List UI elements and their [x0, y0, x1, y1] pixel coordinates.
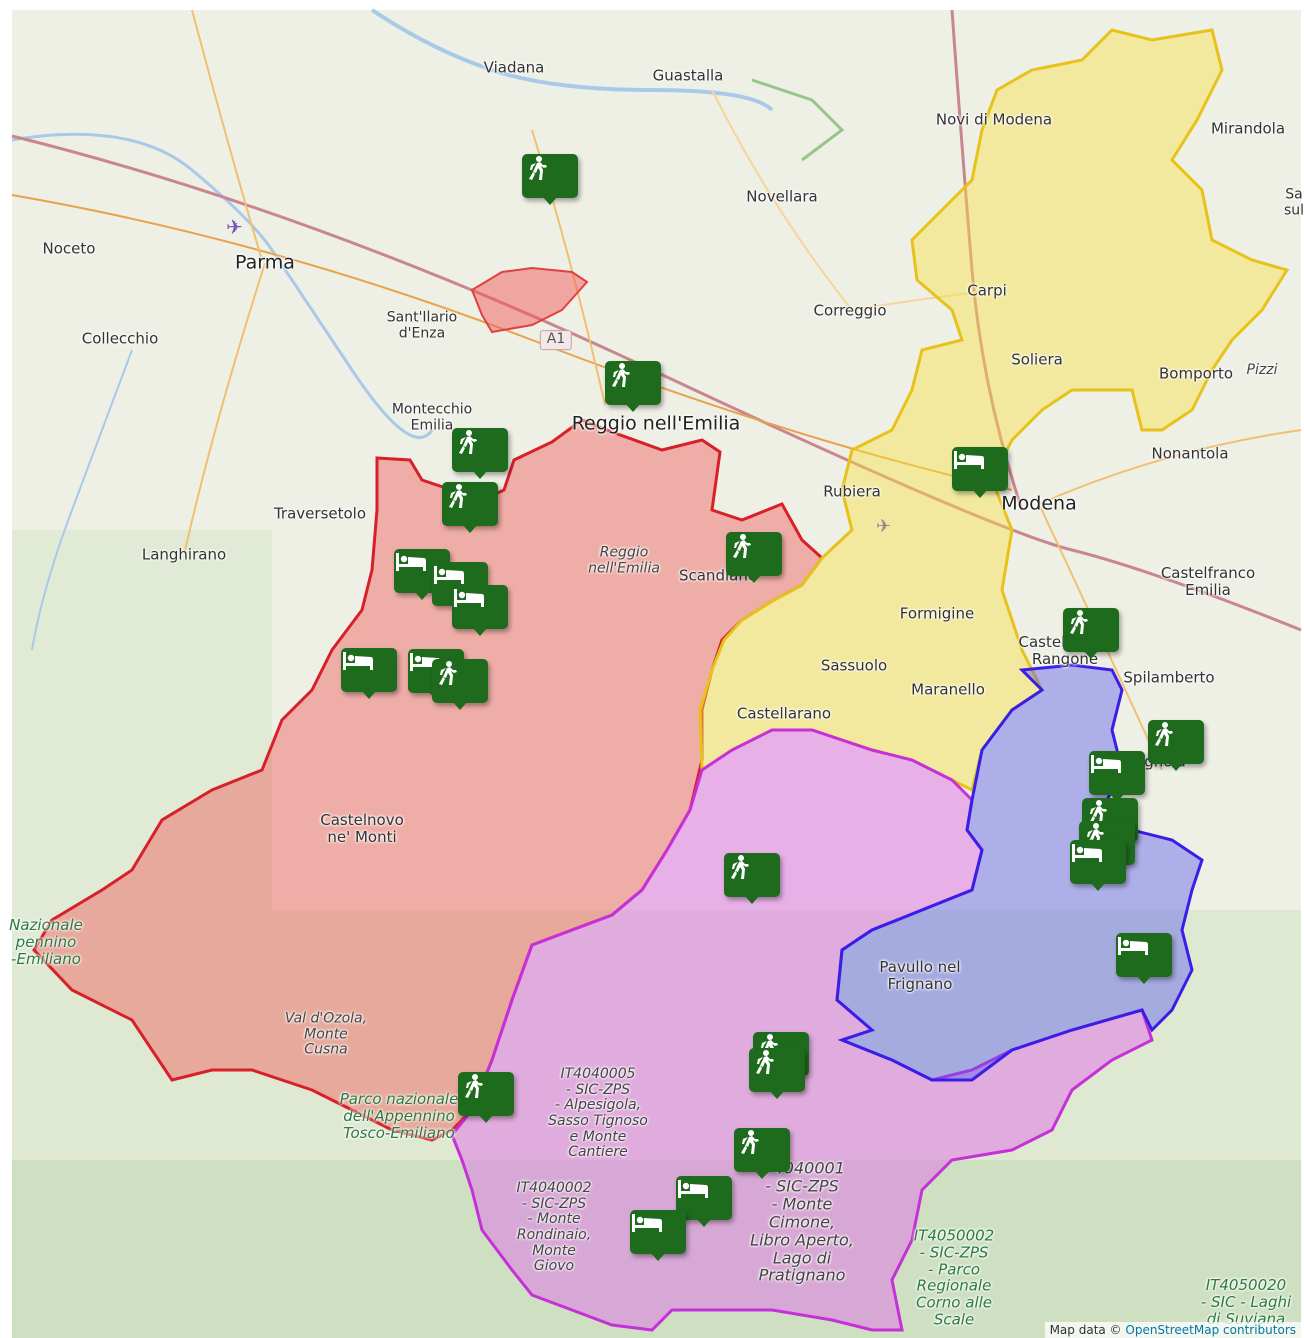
italic_labels-label: Pizzi: [1246, 362, 1278, 379]
places-label: Soliera: [1011, 350, 1063, 369]
poi-marker-bed[interactable]: [1116, 933, 1172, 985]
base-map-layer: ✈ ✈: [11, 8, 1302, 1338]
zone-red-north: [470, 266, 589, 334]
places-label: Carpi: [967, 281, 1007, 300]
places-label: Nonantola: [1151, 444, 1229, 463]
places-label: Langhirano: [141, 545, 227, 564]
poi-marker-hike[interactable]: [1148, 720, 1204, 772]
poi-marker-hike[interactable]: [605, 361, 661, 413]
places-label: Viadana: [483, 58, 545, 77]
poi-marker-hike[interactable]: [734, 1128, 790, 1180]
places-label: Reggio nell'Emilia: [571, 412, 741, 435]
places-label: Correggio: [813, 301, 887, 320]
places-label: Novellara: [746, 187, 818, 206]
places-label: Noceto: [42, 239, 96, 258]
poi-marker-bed[interactable]: [452, 585, 508, 637]
poi-marker-bed[interactable]: [952, 447, 1008, 499]
poi-marker-hike[interactable]: [726, 532, 782, 584]
poi-marker-hike[interactable]: [432, 659, 488, 711]
places-label: Modena: [1001, 492, 1077, 515]
poi-marker-hike[interactable]: [452, 428, 508, 480]
places-label: Collecchio: [81, 329, 159, 348]
svg-text:✈: ✈: [876, 516, 891, 537]
places-label: Spilamberto: [1123, 668, 1215, 687]
places-label: Bomporto: [1158, 364, 1234, 383]
places-label: Castellarano: [736, 704, 832, 723]
poi-marker-bed[interactable]: [341, 648, 397, 700]
poi-marker-bed[interactable]: [1089, 751, 1145, 803]
poi-marker-bed[interactable]: [1070, 840, 1126, 892]
italic_labels-label: IT4040005- SIC-ZPS- Alpesigola,Sasso Tig…: [548, 1065, 648, 1161]
road-shield-label: A1: [539, 330, 573, 350]
poi-marker-hike[interactable]: [458, 1072, 514, 1124]
places-label: Mirandola: [1210, 119, 1286, 138]
poi-marker-hike[interactable]: [442, 482, 498, 534]
places-label: Formigine: [899, 604, 975, 623]
svg-text:✈: ✈: [226, 215, 243, 239]
places-label: Maranello: [911, 680, 985, 699]
places-label: Guastalla: [652, 66, 724, 85]
attribution-prefix: Map data ©: [1049, 1323, 1126, 1337]
places-label: Parma: [235, 251, 295, 274]
places-label: Sassuolo: [820, 656, 888, 675]
places-label: Novi di Modena: [935, 110, 1053, 129]
map-attribution: Map data © OpenStreetMap contributors: [1044, 1322, 1301, 1338]
poi-marker-hike[interactable]: [724, 853, 780, 905]
poi-marker-hike[interactable]: [522, 154, 578, 206]
places-label: Traversetolo: [273, 504, 367, 523]
poi-marker-hike[interactable]: [1063, 608, 1119, 660]
poi-marker-hike[interactable]: [749, 1048, 805, 1100]
places-label: Rubiera: [823, 482, 881, 501]
poi-marker-bed[interactable]: [630, 1210, 686, 1262]
attribution-link[interactable]: OpenStreetMap contributors: [1125, 1323, 1296, 1337]
